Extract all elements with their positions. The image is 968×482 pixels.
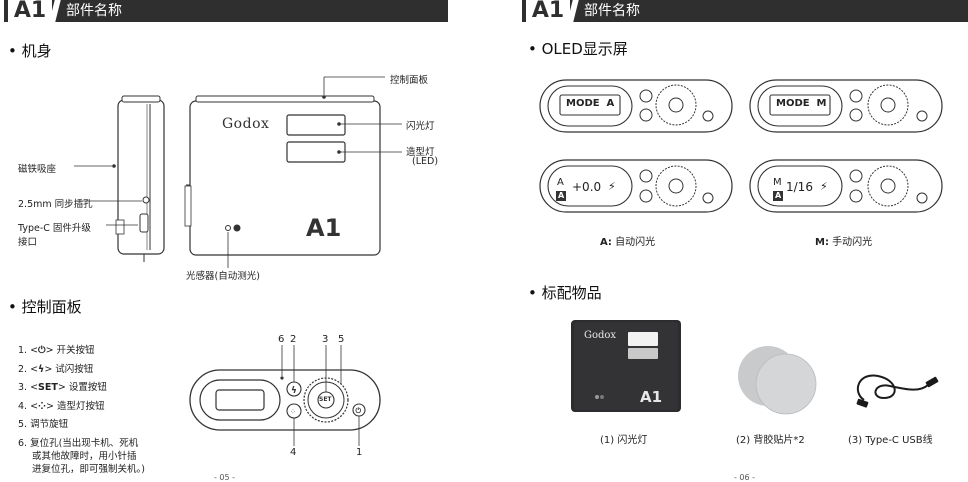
callout-2: 2 (290, 334, 297, 345)
panel-section-title: • 控制面板 (8, 298, 82, 316)
panel-item-list: 1. <⏻> 开关按钮 2. <ϟ> 试闪按钮 3. <SET> 设置按钮 4.… (18, 342, 145, 476)
left-page-number: - 05 - (214, 473, 236, 482)
oled-auto-value: +0.0 (572, 180, 602, 194)
oled-panel-auto (539, 159, 733, 213)
callout-3: 3 (322, 334, 329, 345)
oled-manual-mode-badge: A (775, 191, 782, 200)
product-brand-logo: Godox (584, 330, 617, 341)
oled-manual-mode-letter: M (773, 177, 782, 188)
oled-panel-manual (749, 159, 943, 213)
oled-auto-mode-badge: A (558, 191, 565, 200)
oled-manual-value: 1/16 (786, 180, 813, 194)
header-badge: A1 (8, 0, 52, 23)
oled-caption-auto: A: 自动闪光 (600, 237, 656, 248)
modeling-light-icon: ⁘ (38, 400, 47, 412)
label-sync-jack: 2.5mm 同步插孔 (18, 199, 93, 210)
panel-item-dial: 5. 调节旋钮 (18, 419, 69, 430)
right-header-bar: A1 部件名称 (522, 0, 968, 23)
label-flash-lamp: 闪光灯 (406, 121, 435, 132)
package-caption-cable: (3) Type-C USB线 (848, 435, 933, 446)
package-caption-flash: (1) 闪光灯 (600, 435, 648, 446)
label-typec-port-line2: 接口 (18, 237, 38, 248)
flash-window (286, 114, 346, 136)
panel-item-reset-cont2: 进复位孔，即可强制关机。) (32, 463, 145, 475)
right-page-number: - 06 - (734, 473, 756, 482)
sticker-pad-front (755, 353, 817, 415)
svg-text:ϟ: ϟ (291, 386, 297, 396)
svg-text:⏻: ⏻ (356, 407, 362, 415)
panel-set-label: SET (319, 396, 332, 403)
callout-1: 1 (356, 447, 363, 458)
callout-6: 6 (278, 334, 285, 345)
callout-4: 4 (290, 447, 297, 458)
panel-item-set: 3. <SET> 设置按钮 (18, 382, 107, 393)
panel-item-modeling-light: 4. <⁘> 造型灯按钮 (18, 400, 105, 412)
side-top-ridge (121, 95, 161, 103)
panel-item-reset-cont1: 或其他故障时，用小针插 (32, 450, 137, 462)
power-icon: ⏻ (38, 345, 46, 356)
front-brand-logo: Godox (222, 116, 270, 132)
oled-panel-mode-m (749, 79, 943, 133)
usb-cable (856, 374, 929, 401)
front-model-logo: A1 (306, 214, 342, 242)
package-caption-sticker: (2) 背胶贴片*2 (736, 435, 805, 446)
svg-text:⁘: ⁘ (290, 408, 296, 416)
header-title: 部件名称 (584, 3, 640, 19)
product-model-logo: A1 (640, 388, 663, 406)
oled-text-mode-a: MODE A (566, 98, 615, 109)
label-control-panel: 控制面板 (390, 75, 429, 86)
oled-text-mode-m: MODE M (776, 98, 827, 109)
light-sensor (225, 225, 231, 231)
callout-5: 5 (338, 334, 345, 345)
typec-slot (139, 213, 149, 233)
label-modeling-lamp-led: (LED) (412, 156, 439, 167)
panel-item-power: 1. <⏻> 开关按钮 (18, 345, 95, 356)
header-badge: A1 (526, 0, 570, 23)
flash-icon: ⚡ (820, 180, 828, 193)
flash-icon: ⚡ (608, 180, 616, 193)
header-title: 部件名称 (66, 3, 122, 19)
panel-item-reset: 6. 复位孔(当出现卡机、死机 (18, 437, 139, 449)
body-section-title: • 机身 (8, 42, 52, 60)
oled-caption-manual: M: 手动闪光 (815, 237, 873, 248)
label-magnet-base: 磁铁吸座 (18, 164, 57, 175)
label-light-sensor: 光感器(自动测光) (186, 271, 260, 282)
oled-auto-mode-letter: A (557, 177, 564, 188)
label-typec-port-line1: Type-C 固件升级 (18, 223, 91, 234)
oled-section-title: • OLED显示屏 (528, 40, 628, 58)
package-section-title: • 标配物品 (528, 284, 602, 302)
left-header-bar: A1 部件名称 (4, 0, 448, 23)
sync-jack-hole (142, 196, 150, 204)
flash-icon: ϟ (38, 363, 45, 375)
label-modeling-lamp: 造型灯 (406, 147, 435, 158)
oled-panel-mode-a (539, 79, 733, 133)
panel-item-test-flash: 2. <ϟ> 试闪按钮 (18, 363, 94, 375)
